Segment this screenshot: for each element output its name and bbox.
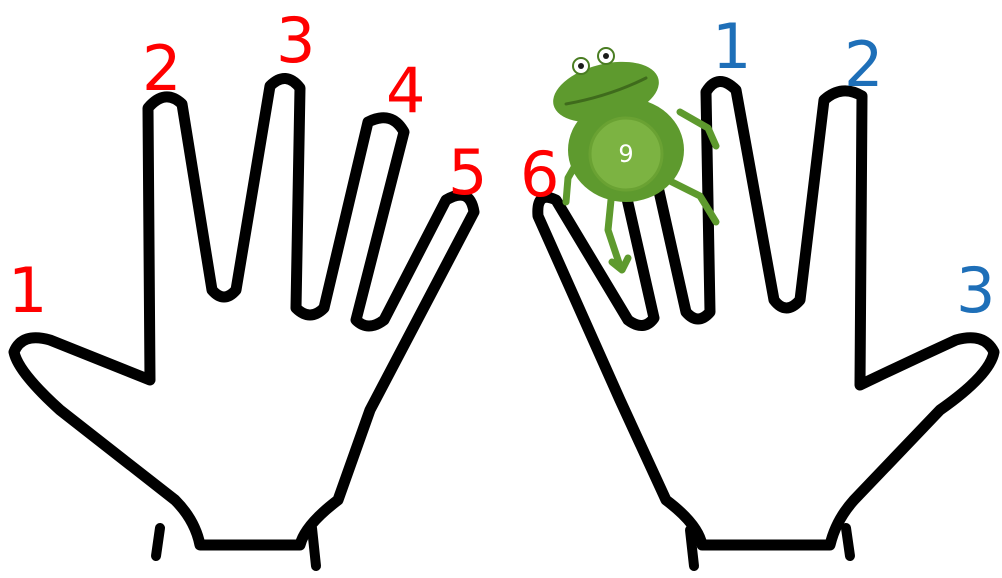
- left-hand-outline: [14, 78, 474, 545]
- right-finger-label-blue-1: 1: [712, 10, 751, 83]
- left-finger-label-1: 1: [8, 254, 47, 327]
- right-wrist-mark-1: [690, 530, 694, 566]
- left-hand: [14, 78, 474, 566]
- frog-number-text: 9: [618, 140, 633, 168]
- frog-pupil-left: [578, 63, 584, 69]
- left-finger-label-3: 3: [276, 4, 315, 77]
- right-wrist-mark-2: [846, 528, 850, 556]
- right-finger-label-6: 6: [520, 138, 559, 211]
- left-wrist-mark-2: [312, 528, 316, 566]
- right-finger-label-blue-2: 2: [844, 28, 883, 101]
- left-finger-label-4: 4: [386, 54, 425, 127]
- frog-pupil-right: [603, 53, 609, 59]
- left-finger-label-5: 5: [448, 136, 487, 209]
- left-finger-label-2: 2: [142, 32, 181, 105]
- right-finger-label-blue-3: 3: [956, 254, 995, 327]
- left-wrist-mark-1: [156, 528, 160, 556]
